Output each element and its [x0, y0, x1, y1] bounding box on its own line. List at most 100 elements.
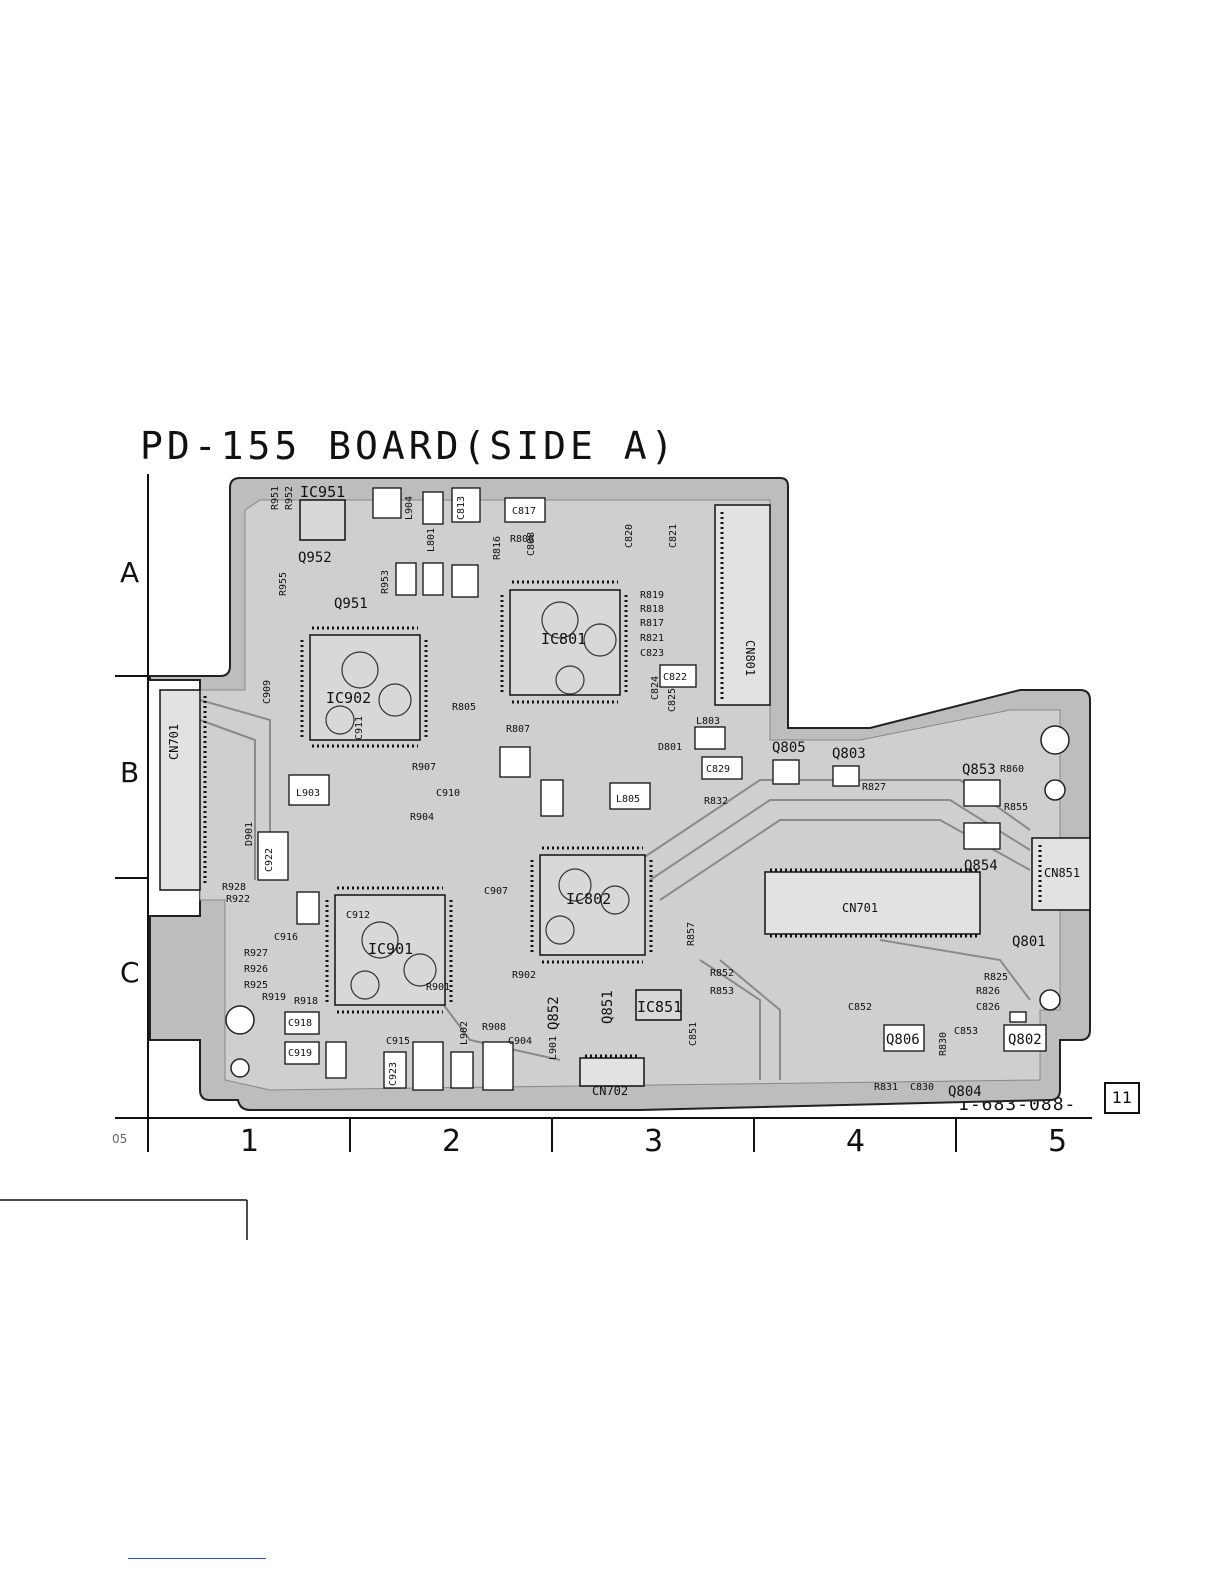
- label-r927: R927: [244, 948, 268, 959]
- label-ic901: IC901: [368, 940, 413, 958]
- label-ic801: IC801: [541, 630, 586, 648]
- passive-components: [257, 487, 1047, 1091]
- label-ic851: IC851: [637, 998, 682, 1016]
- connectors: [159, 504, 1091, 1087]
- label-c909: C909: [262, 680, 273, 704]
- label-r855: R855: [1004, 802, 1028, 813]
- ic-circles: [325, 601, 630, 1000]
- label-cn851: CN851: [1044, 866, 1080, 880]
- label-q804: Q804: [948, 1084, 982, 1100]
- label-ic902: IC902: [326, 689, 371, 707]
- label-c821: C821: [668, 524, 679, 548]
- label-c910: C910: [436, 788, 460, 799]
- label-r826: R826: [976, 986, 1000, 997]
- grid-col-label-4: 4: [846, 1124, 866, 1159]
- label-r857: R857: [686, 922, 697, 946]
- label-c851: C851: [688, 1022, 699, 1046]
- label-r832: R832: [704, 796, 728, 807]
- label-cn701-left: CN701: [167, 724, 181, 760]
- label-q801: Q801: [1012, 934, 1046, 950]
- connector-pins: [203, 512, 1042, 1058]
- label-l902: L902: [459, 1021, 470, 1045]
- label-c808: C808: [526, 532, 537, 556]
- label-c916: C916: [274, 932, 298, 943]
- grid-col-label-5: 5: [1048, 1124, 1068, 1159]
- label-r805: R805: [452, 702, 476, 713]
- label-r817: R817: [640, 618, 664, 629]
- label-c825: C825: [667, 688, 678, 712]
- page-title: PD-155 BOARD(SIDE A): [140, 424, 678, 468]
- label-r818: R818: [640, 604, 664, 615]
- label-r825: R825: [984, 972, 1008, 983]
- sheet-number-box: 11: [1104, 1082, 1140, 1114]
- label-ic951: IC951: [300, 483, 345, 501]
- label-q806: Q806: [886, 1032, 920, 1048]
- label-c922: C922: [264, 848, 275, 872]
- label-r860: R860: [1000, 764, 1024, 775]
- label-c824: C824: [650, 676, 661, 700]
- label-r816: R816: [492, 536, 503, 560]
- label-q802: Q802: [1008, 1032, 1042, 1048]
- label-c820: C820: [624, 524, 635, 548]
- label-c915: C915: [386, 1036, 410, 1047]
- label-r922: R922: [226, 894, 250, 905]
- label-c829: C829: [706, 764, 730, 775]
- label-c817: C817: [512, 506, 536, 517]
- label-q851: Q851: [600, 990, 616, 1024]
- grid-row-label-b: B: [120, 756, 140, 789]
- grid-col-label-3: 3: [644, 1124, 664, 1159]
- label-c907: C907: [484, 886, 508, 897]
- label-l901: L901: [548, 1036, 559, 1060]
- label-r907: R907: [412, 762, 436, 773]
- label-l805: L805: [616, 794, 640, 805]
- label-c923: C923: [388, 1062, 399, 1086]
- label-r852: R852: [710, 968, 734, 979]
- label-c853: C853: [954, 1026, 978, 1037]
- label-r830: R830: [938, 1032, 949, 1056]
- label-c919: C919: [288, 1048, 312, 1059]
- label-r831: R831: [874, 1082, 898, 1093]
- label-c830: C830: [910, 1082, 934, 1093]
- label-l904: L904: [404, 496, 415, 520]
- label-r902: R902: [512, 970, 536, 981]
- label-r904: R904: [410, 812, 434, 823]
- label-cn801: CN801: [743, 640, 757, 676]
- label-c822: C822: [663, 672, 687, 683]
- label-cn701: CN701: [842, 901, 878, 915]
- label-ic802: IC802: [566, 890, 611, 908]
- label-r925: R925: [244, 980, 268, 991]
- label-q803: Q803: [832, 746, 866, 762]
- label-c904: C904: [508, 1036, 532, 1047]
- mounting-holes: [225, 725, 1070, 1078]
- label-r827: R827: [862, 782, 886, 793]
- label-q852: Q852: [546, 996, 562, 1030]
- label-r919: R919: [262, 992, 286, 1003]
- label-r951: R951: [270, 486, 281, 510]
- label-r821: R821: [640, 633, 664, 644]
- label-c911: C911: [354, 716, 365, 740]
- grid-row-label-a: A: [120, 556, 140, 589]
- label-r928: R928: [222, 882, 246, 893]
- label-d801: D801: [658, 742, 682, 753]
- label-q952: Q952: [298, 550, 332, 566]
- grid-col-label-1: 1: [240, 1124, 260, 1159]
- ic-pins: [300, 580, 653, 1014]
- label-r918: R918: [294, 996, 318, 1007]
- grid-row-label-c: C: [120, 956, 140, 989]
- label-c918: C918: [288, 1018, 312, 1029]
- label-q853: Q853: [962, 762, 996, 778]
- label-q805: Q805: [772, 740, 806, 756]
- label-r853: R853: [710, 986, 734, 997]
- grid-frame: [115, 474, 1092, 1152]
- grid-col-label-2: 2: [442, 1124, 462, 1159]
- label-r955: R955: [278, 572, 289, 596]
- label-l803: L803: [696, 716, 720, 727]
- label-c813: C813: [456, 496, 467, 520]
- label-r819: R819: [640, 590, 664, 601]
- label-cn702: CN702: [592, 1084, 628, 1098]
- label-q854: Q854: [964, 858, 998, 874]
- footer-link-rule: [128, 1558, 266, 1559]
- label-c912: C912: [346, 910, 370, 921]
